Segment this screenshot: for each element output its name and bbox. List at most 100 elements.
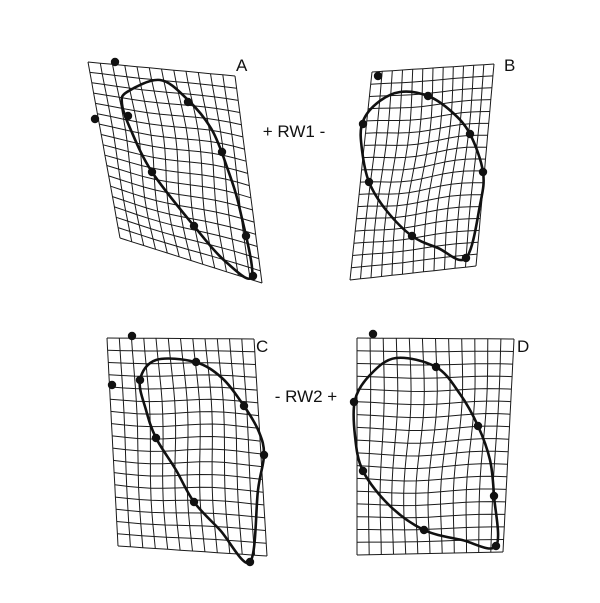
panel-d-grid-column-line bbox=[391, 338, 399, 555]
panel-b-grid-row-line bbox=[365, 122, 489, 134]
panel-a-grid-column-line bbox=[148, 67, 180, 257]
panel-a-grid-row-line bbox=[91, 82, 239, 101]
panel-c-grid-column-line bbox=[106, 337, 119, 547]
panel-a-grid-column-line bbox=[161, 68, 192, 261]
panel-b-grid-column-line bbox=[475, 63, 495, 267]
panel-d-grid-row-line bbox=[357, 526, 505, 531]
panel-d-grid-column-line bbox=[502, 338, 515, 553]
panel-b-landmark-dot bbox=[373, 71, 383, 81]
panel-c-grid-column-line bbox=[180, 338, 193, 552]
panel-c-landmarks bbox=[107, 331, 269, 567]
panel-d-grid-column-line bbox=[452, 338, 464, 554]
panel-a: A bbox=[87, 56, 263, 284]
panel-a-grid-column-line bbox=[124, 65, 156, 250]
panel-b-grid-column-line bbox=[465, 64, 485, 268]
panel-c-grid-column-line bbox=[118, 338, 131, 547]
panel-d-grid-row-line bbox=[356, 450, 509, 457]
panel-a-grid-column-line bbox=[99, 63, 133, 242]
panel-a-grid-column-line bbox=[112, 64, 145, 246]
panel-c-grid-row-line bbox=[108, 374, 257, 378]
panel-b-grid-column-line bbox=[391, 69, 414, 276]
panel-a-grid-row-line bbox=[119, 237, 263, 284]
panel-c-grid-column-line bbox=[131, 338, 144, 548]
panel-a-grid-row-line bbox=[102, 144, 248, 174]
panel-d-grid-row-line bbox=[356, 400, 511, 406]
panel-d-grid-row-line bbox=[356, 488, 507, 494]
panel-b-grid-column-line bbox=[370, 70, 393, 278]
panel-b-grid-column-line bbox=[402, 68, 424, 275]
panel-b-grid-column-line bbox=[423, 67, 444, 272]
panel-b-deformation-grid bbox=[349, 63, 495, 281]
panel-c-grid-column-line bbox=[241, 338, 256, 556]
panel-d-landmarks bbox=[349, 329, 501, 551]
panel-b-grid-column-line bbox=[360, 71, 383, 279]
panel-a-grid-row-line bbox=[93, 92, 240, 113]
panel-b-label: B bbox=[504, 56, 515, 75]
panel-d-landmark-dot bbox=[419, 525, 429, 535]
panel-d-grid-row-line bbox=[356, 501, 506, 507]
panel-b-landmark-dot bbox=[465, 129, 475, 139]
panel-c-landmark-dot bbox=[191, 357, 201, 367]
panel-b: B bbox=[349, 56, 515, 281]
panel-c-landmark-dot bbox=[239, 401, 249, 411]
panel-b-grid-row-line bbox=[352, 241, 479, 256]
panel-b-grid-column-line bbox=[433, 66, 454, 271]
panel-b-grid-row-line bbox=[370, 75, 493, 85]
panel-b-landmark-dot bbox=[407, 231, 417, 241]
panel-a-grid-row-line bbox=[104, 154, 250, 187]
rw1-axis-label: + RW1 - bbox=[263, 122, 326, 141]
panel-b-grid-column-line bbox=[412, 67, 434, 274]
panel-d-landmark-dot bbox=[368, 329, 378, 339]
panel-d-landmark-dot bbox=[491, 541, 501, 551]
panel-a-landmark-dot bbox=[248, 271, 258, 281]
panel-b-grid-column-line bbox=[444, 65, 464, 270]
panel-c-grid-row-line bbox=[109, 386, 258, 391]
panel-c-grid-column-line bbox=[216, 338, 231, 554]
panel-d-grid-row-line bbox=[356, 350, 514, 353]
panel-d-deformation-grid bbox=[356, 337, 515, 556]
panel-a-grid-row-line bbox=[106, 165, 252, 199]
panel-a-landmark-dot bbox=[90, 114, 100, 124]
panel-c-grid-row-line bbox=[112, 447, 261, 455]
panel-a-grid-column-line bbox=[234, 75, 263, 284]
panel-d-grid-row-line bbox=[356, 388, 512, 393]
panel-a-grid-column-line bbox=[87, 61, 121, 239]
panel-c-landmark-dot bbox=[107, 380, 117, 390]
panel-c-grid-row-line bbox=[112, 435, 261, 442]
panel-c-grid-row-line bbox=[113, 459, 262, 468]
panel-a-grid-column-line bbox=[136, 66, 168, 254]
panel-b-grid-row-line bbox=[366, 111, 490, 122]
panel-c-grid-column-line bbox=[229, 338, 243, 555]
panel-c-landmark-dot bbox=[127, 331, 137, 341]
panel-b-grid-row-line bbox=[349, 265, 477, 281]
panel-c-grid-row-line bbox=[117, 545, 268, 557]
panel-a-grid-column-line bbox=[173, 70, 204, 265]
panel-d-landmark-dot bbox=[489, 491, 499, 501]
panel-c-grid-column-line bbox=[204, 338, 218, 553]
panel-d-grid-column-line bbox=[478, 338, 489, 553]
panel-a-label: A bbox=[236, 56, 248, 75]
panel-b-grid-row-line bbox=[359, 182, 484, 195]
panel-d-grid-column-line bbox=[403, 338, 412, 555]
panel-b-grid-row-line bbox=[353, 229, 480, 244]
panel-c-grid-column-line bbox=[143, 338, 156, 549]
panel-d-grid-row-line bbox=[356, 337, 515, 340]
panel-c-grid-row-line bbox=[116, 521, 266, 531]
panel-b-grid-column-line bbox=[454, 65, 475, 269]
panel-c-grid-row-line bbox=[116, 508, 265, 519]
panel-a-grid-row-line bbox=[97, 113, 244, 138]
panel-b-landmark-dot bbox=[364, 177, 374, 187]
panel-d-grid-column-line bbox=[439, 338, 451, 554]
panel-d-grid-row-line bbox=[356, 463, 508, 469]
panel-b-grid-row-line bbox=[371, 63, 495, 73]
panel-a-grid-column-line bbox=[197, 72, 227, 272]
panel-b-landmark-dot bbox=[478, 167, 488, 177]
panel-b-landmark-dot bbox=[461, 253, 471, 263]
panel-a-grid-row-line bbox=[95, 102, 242, 126]
panel-a-landmark-dot bbox=[123, 111, 133, 121]
panel-c-grid-column-line bbox=[192, 338, 206, 552]
panel-d-grid-row-line bbox=[356, 425, 510, 431]
panel-d-grid-row-line bbox=[356, 513, 505, 519]
panel-a-landmark-dot bbox=[147, 167, 157, 177]
